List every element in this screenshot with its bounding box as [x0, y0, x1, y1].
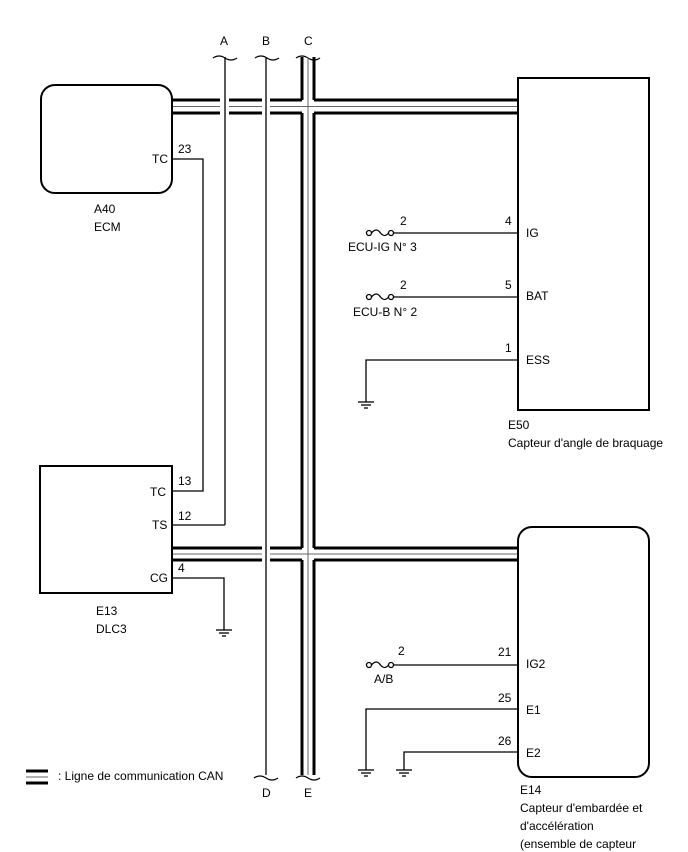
e14-name-line-2: d'accélération: [520, 819, 594, 833]
can-bus-top: [172, 98, 518, 115]
can-line-icon: [26, 769, 48, 785]
bus-label-d: D: [262, 786, 271, 800]
ecm-pin-tc-label: TC: [152, 152, 168, 166]
wire-tc: [172, 158, 204, 492]
fuse-ecu-b-label: ECU-B N° 2: [353, 305, 417, 319]
yaw-sensor-box: [517, 526, 650, 778]
break-symbol-e: [295, 775, 321, 781]
e14-code: E14: [520, 783, 542, 797]
wire-ess: [365, 359, 518, 402]
ground-icon: [396, 769, 412, 777]
fuse-ab-pin: 2: [398, 644, 405, 658]
bus-label-e: E: [304, 786, 312, 800]
legend-text: : Ligne de communication CAN: [58, 769, 223, 783]
dlc3-pin-cg-label: CG: [150, 571, 168, 585]
bus-label-b: B: [262, 34, 270, 48]
dlc3-pin-cg-number: 4: [178, 561, 185, 575]
e14-pin-ig2-label: IG2: [526, 657, 546, 671]
fuse-ecu-b-pin: 2: [400, 278, 407, 292]
can-bus-bottom: [172, 546, 518, 562]
steering-sensor-box: [517, 77, 650, 411]
dlc3-pin-ts-label: TS: [152, 518, 167, 532]
e50-pin-bat-label: BAT: [526, 289, 549, 303]
fuse-icon: [365, 229, 395, 237]
e50-pin-ess-number: 1: [505, 341, 512, 355]
fuse-icon: [365, 293, 395, 301]
wire-e2: [403, 751, 518, 770]
ecm-box: [40, 84, 173, 194]
e50-code: E50: [508, 418, 530, 432]
dlc3-code: E13: [96, 604, 118, 618]
ground-icon: [358, 769, 374, 777]
ground-icon: [358, 401, 374, 409]
dlc3-name: DLC3: [96, 622, 127, 636]
ecm-code: A40: [94, 202, 116, 216]
dlc3-pin-tc-label: TC: [150, 485, 166, 499]
e14-name-line-1: Capteur d'embardée et: [520, 801, 643, 815]
dlc3-box: [39, 465, 173, 594]
e14-pin-e1-number: 25: [498, 691, 512, 705]
bus-label-a: A: [220, 34, 228, 48]
ground-icon: [216, 629, 232, 637]
fuse-ecu-ig-label: ECU-IG N° 3: [348, 240, 417, 254]
e14-pin-ig2-number: 21: [498, 645, 512, 659]
dlc3-pin-tc-number: 13: [178, 474, 192, 488]
e50-pin-bat-number: 5: [505, 278, 512, 292]
break-symbol-b: [254, 55, 280, 61]
can-bus-vertical: [300, 57, 316, 775]
ecm-name: ECM: [94, 220, 121, 234]
fuse-ecu-ig-pin: 2: [400, 214, 407, 228]
e14-pin-e2-label: E2: [526, 746, 541, 760]
e14-pin-e2-number: 26: [498, 734, 512, 748]
e50-name: Capteur d'angle de braquage: [508, 436, 663, 450]
break-symbol-d: [253, 775, 279, 781]
ecm-pin-tc-number: 23: [178, 142, 192, 156]
dlc3-pin-ts-number: 12: [178, 509, 192, 523]
e14-name-line-3: (ensemble de capteur: [520, 837, 636, 851]
bus-label-c: C: [304, 34, 313, 48]
wire-cg: [172, 577, 225, 630]
e50-pin-ig-label: IG: [526, 226, 539, 240]
e50-pin-ig-number: 4: [505, 214, 512, 228]
fuse-icon: [365, 661, 395, 669]
e14-pin-e1-label: E1: [526, 703, 541, 717]
fuse-ab-label: A/B: [374, 672, 393, 686]
wire-e1: [365, 708, 518, 770]
e50-pin-ess-label: ESS: [526, 353, 550, 367]
